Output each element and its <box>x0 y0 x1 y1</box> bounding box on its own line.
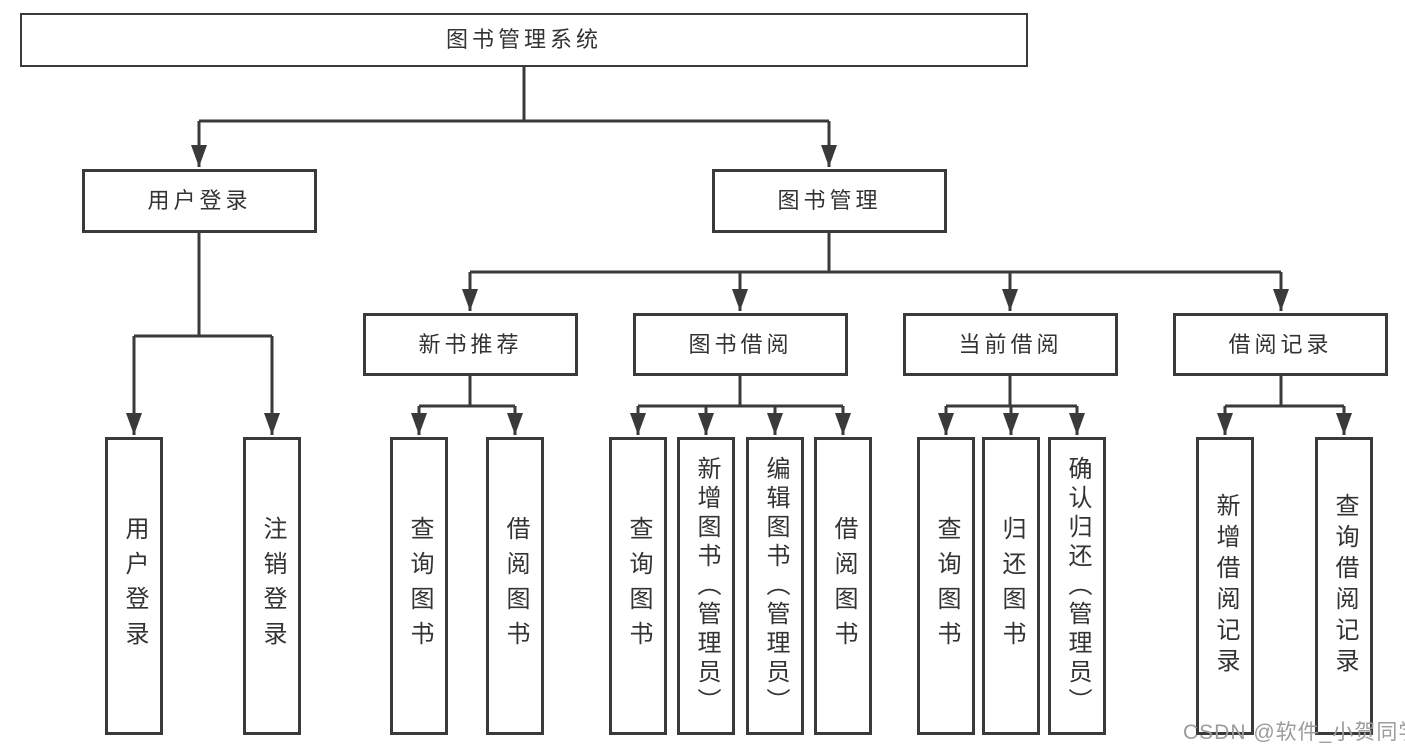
leaf-query-borrow-record: 查询借阅记录 <box>1315 437 1373 735</box>
node-label: 图书管理 <box>777 188 882 213</box>
node-label: 借阅图书 <box>502 516 529 656</box>
connector-new-book-to-leaves <box>411 376 523 435</box>
node-label: 编辑图书（管理员） <box>762 455 789 717</box>
node-book-borrow: 图书借阅 <box>633 313 848 376</box>
node-label: 新增图书（管理员） <box>693 455 720 717</box>
leaf-query-books-borrow: 查询图书 <box>609 437 667 735</box>
leaf-query-books-current: 查询图书 <box>917 437 975 735</box>
connector-user-login-to-leaves <box>126 233 280 435</box>
node-label: 图书借阅 <box>688 331 793 357</box>
node-label: 当前借阅 <box>958 331 1063 357</box>
node-label: 查询图书 <box>406 516 433 656</box>
node-user-login: 用户登录 <box>82 169 317 233</box>
leaf-borrow-books: 借阅图书 <box>814 437 872 735</box>
node-root-library-system: 图书管理系统 <box>20 13 1028 67</box>
leaf-add-borrow-record: 新增借阅记录 <box>1196 437 1254 735</box>
connector-borrow-records-to-leaves <box>1217 376 1352 435</box>
connector-book-management-to-level3 <box>462 233 1289 311</box>
node-label: 借阅记录 <box>1228 331 1333 357</box>
node-label: 新增借阅记录 <box>1212 493 1239 679</box>
node-label: 归还图书 <box>998 516 1025 656</box>
node-book-management: 图书管理 <box>712 169 947 233</box>
node-label: 查询借阅记录 <box>1331 493 1358 679</box>
node-new-book-recommend: 新书推荐 <box>363 313 578 376</box>
leaf-return-books: 归还图书 <box>982 437 1040 735</box>
node-label: 查询图书 <box>625 516 652 656</box>
node-label: 新书推荐 <box>418 331 523 357</box>
node-borrow-records: 借阅记录 <box>1173 313 1388 376</box>
csdn-watermark: CSDN @软件_小贺同学 <box>1183 721 1405 744</box>
leaf-edit-books-admin: 编辑图书（管理员） <box>746 437 804 735</box>
connector-root-to-level2 <box>191 67 837 167</box>
node-label: 查询图书 <box>933 516 960 656</box>
node-label: 注销登录 <box>259 516 286 656</box>
leaf-borrow-books-recommend: 借阅图书 <box>486 437 544 735</box>
leaf-add-books-admin: 新增图书（管理员） <box>677 437 735 735</box>
node-label: 图书管理系统 <box>445 27 602 52</box>
node-label: 借阅图书 <box>830 516 857 656</box>
node-label: 确认归还（管理员） <box>1064 455 1091 717</box>
node-label: 用户登录 <box>121 516 148 656</box>
leaf-logout: 注销登录 <box>243 437 301 735</box>
leaf-query-books-recommend: 查询图书 <box>390 437 448 735</box>
node-label: 用户登录 <box>147 188 252 213</box>
connector-current-borrow-to-leaves <box>938 376 1085 435</box>
leaf-confirm-return-admin: 确认归还（管理员） <box>1048 437 1106 735</box>
leaf-user-login: 用户登录 <box>105 437 163 735</box>
node-current-borrow: 当前借阅 <box>903 313 1118 376</box>
connector-book-borrow-to-leaves <box>630 376 851 435</box>
